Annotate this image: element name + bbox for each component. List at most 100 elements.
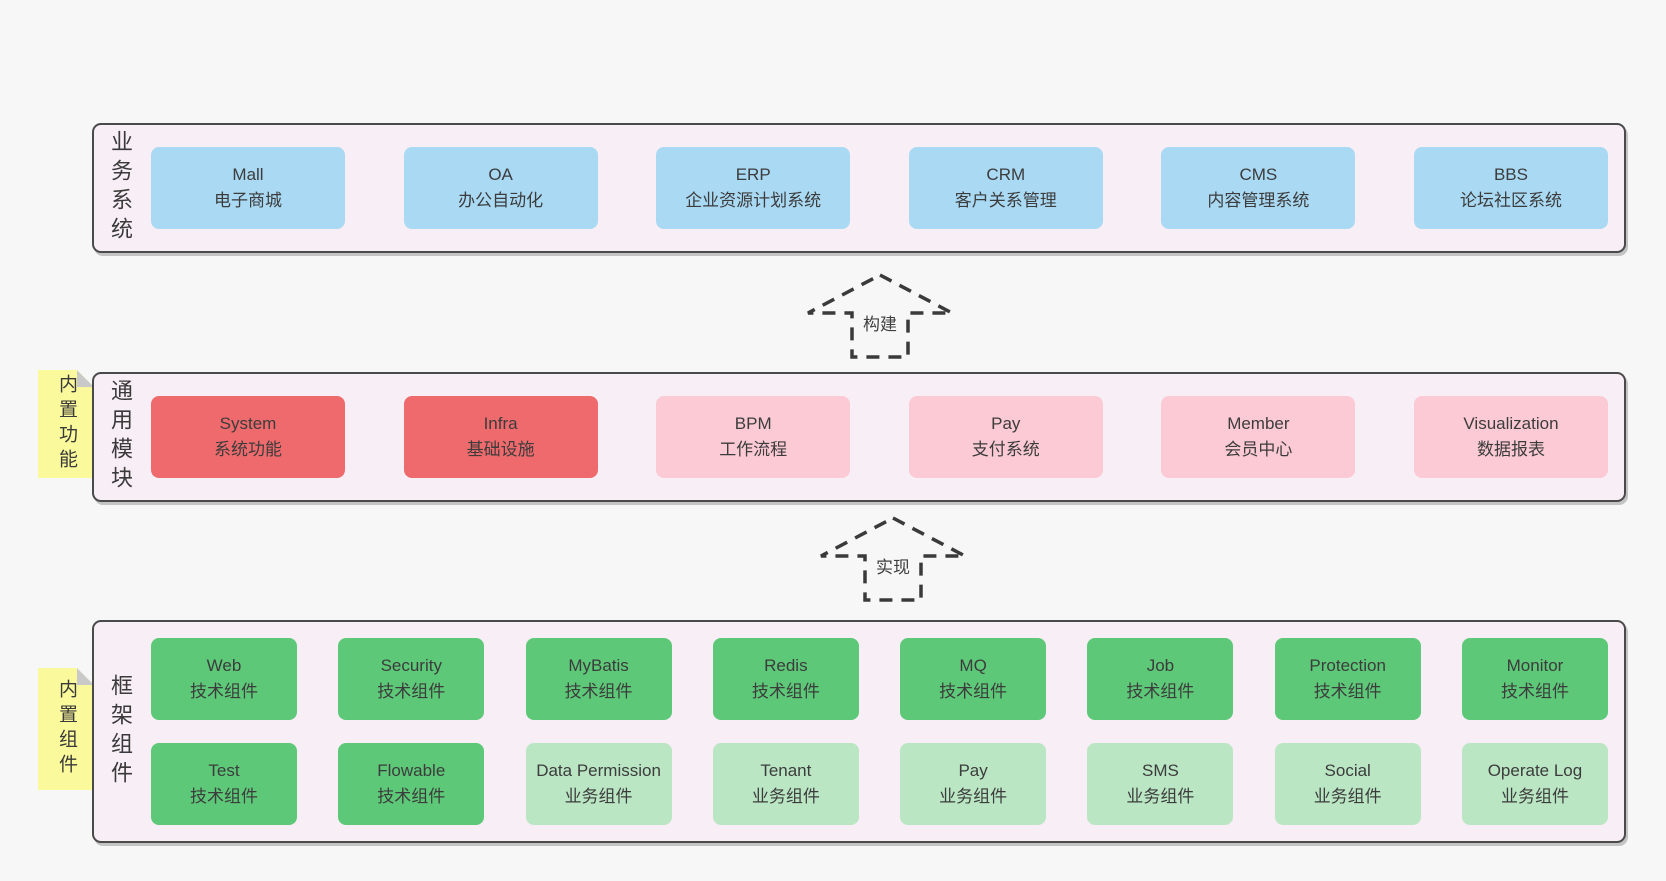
component-row-1: Web 技术组件 Security 技术组件 MyBatis 技术组件 Redi… <box>151 638 1608 720</box>
box-bpm: BPM 工作流程 <box>656 396 851 478</box>
module-desc: 会员中心 <box>1224 440 1293 459</box>
module-desc: 技术组件 <box>190 682 258 701</box>
module-desc: 业务组件 <box>939 787 1008 806</box>
band-business-systems: 业务系统 Mall 电子商城 OA 办公自动化 ERP 企业资源计划系统 CRM… <box>92 123 1626 253</box>
box-mybatis: MyBatis 技术组件 <box>525 638 672 720</box>
module-desc: 技术组件 <box>190 787 258 806</box>
box-mall: Mall 电子商城 <box>151 147 345 229</box>
module-name: Operate Log <box>1487 761 1583 780</box>
module-desc: 技术组件 <box>939 682 1008 701</box>
component-row-2: Test 技术组件 Flowable 技术组件 Data Permission … <box>151 743 1608 825</box>
band-content: Web 技术组件 Security 技术组件 MyBatis 技术组件 Redi… <box>151 638 1608 825</box>
module-name: CMS <box>1239 165 1278 184</box>
module-desc: 业务组件 <box>1126 787 1195 806</box>
band-content: System 系统功能 Infra 基础设施 BPM 工作流程 Pay 支付系统… <box>151 396 1608 478</box>
module-name: Mall <box>232 165 264 184</box>
module-desc: 数据报表 <box>1476 440 1545 459</box>
band-label-framework-components: 框架组件 <box>108 673 133 790</box>
box-mq: MQ 技术组件 <box>900 638 1047 720</box>
module-desc: 论坛社区系统 <box>1459 191 1562 210</box>
box-system: System 系统功能 <box>151 396 345 478</box>
module-desc: 业务组件 <box>1313 787 1382 806</box>
band-common-modules: 通用模块 System 系统功能 Infra 基础设施 BPM 工作流程 Pay… <box>92 372 1626 502</box>
box-tenant: Tenant 业务组件 <box>712 743 859 825</box>
module-name: Pay <box>991 414 1021 433</box>
module-name: Tenant <box>760 761 812 780</box>
dashed-up-arrow-icon <box>820 516 966 602</box>
module-name: Web <box>206 656 242 675</box>
box-social: Social 业务组件 <box>1274 743 1421 825</box>
box-protection: Protection 技术组件 <box>1274 638 1421 720</box>
box-redis: Redis 技术组件 <box>712 638 859 720</box>
module-name: Social <box>1324 761 1371 780</box>
module-desc: 支付系统 <box>971 440 1040 459</box>
box-flowable: Flowable 技术组件 <box>338 743 485 825</box>
module-name: System <box>219 414 277 433</box>
sticky-text: 内置组件 <box>56 679 77 779</box>
box-visualization: Visualization 数据报表 <box>1413 396 1608 478</box>
box-security: Security 技术组件 <box>338 638 485 720</box>
band-content: Mall 电子商城 OA 办公自动化 ERP 企业资源计划系统 CRM 客户关系… <box>151 147 1608 229</box>
module-desc: 技术组件 <box>751 682 820 701</box>
box-operate-log: Operate Log 业务组件 <box>1461 743 1608 825</box>
band-label-common-modules: 通用模块 <box>108 379 133 495</box>
box-oa: OA 办公自动化 <box>403 147 598 229</box>
box-job: Job 技术组件 <box>1087 638 1234 720</box>
module-desc: 基础设施 <box>466 440 535 459</box>
module-desc: 技术组件 <box>377 787 446 806</box>
module-row: Mall 电子商城 OA 办公自动化 ERP 企业资源计划系统 CRM 客户关系… <box>151 147 1608 229</box>
module-name: CRM <box>986 165 1026 184</box>
module-desc: 工作流程 <box>719 440 788 459</box>
module-desc: 技术组件 <box>1126 682 1195 701</box>
module-desc: 技术组件 <box>564 682 633 701</box>
module-row: System 系统功能 Infra 基础设施 BPM 工作流程 Pay 支付系统… <box>151 396 1608 478</box>
box-pay-business: Pay 业务组件 <box>900 743 1047 825</box>
module-name: SMS <box>1141 761 1179 780</box>
box-web: Web 技术组件 <box>151 638 297 720</box>
module-desc: 企业资源计划系统 <box>685 191 822 210</box>
sticky-note-built-in-features: 内置功能 <box>38 370 94 478</box>
box-crm: CRM 客户关系管理 <box>908 147 1103 229</box>
module-desc: 业务组件 <box>1500 787 1569 806</box>
module-name: Data Permission <box>536 761 661 780</box>
box-sms: SMS 业务组件 <box>1087 743 1234 825</box>
sticky-note-built-in-components: 内置组件 <box>38 668 94 790</box>
module-name: Job <box>1146 656 1175 675</box>
module-name: ERP <box>735 165 771 184</box>
module-name: MyBatis <box>568 656 629 675</box>
module-desc: 办公自动化 <box>458 191 544 210</box>
box-erp: ERP 企业资源计划系统 <box>656 147 851 229</box>
module-desc: 内容管理系统 <box>1207 191 1310 210</box>
module-name: OA <box>488 165 513 184</box>
module-desc: 客户关系管理 <box>954 191 1057 210</box>
box-infra: Infra 基础设施 <box>403 396 598 478</box>
module-name: Infra <box>483 414 518 433</box>
module-name: BPM <box>734 414 772 433</box>
module-name: BBS <box>1493 165 1528 184</box>
module-name: Security <box>380 656 442 675</box>
box-test: Test 技术组件 <box>151 743 297 825</box>
module-desc: 技术组件 <box>377 682 446 701</box>
box-bbs: BBS 论坛社区系统 <box>1413 147 1608 229</box>
module-name: Visualization <box>1463 414 1559 433</box>
module-desc: 系统功能 <box>214 440 282 459</box>
module-name: Test <box>208 761 240 780</box>
module-desc: 业务组件 <box>751 787 820 806</box>
module-name: Redis <box>764 656 808 675</box>
box-cms: CMS 内容管理系统 <box>1161 147 1356 229</box>
box-monitor: Monitor 技术组件 <box>1461 638 1608 720</box>
dashed-up-arrow-icon <box>807 273 953 359</box>
module-desc: 技术组件 <box>1500 682 1569 701</box>
implement-arrow: 实现 <box>818 515 968 603</box>
arrow-label: 构建 <box>860 309 900 336</box>
module-desc: 技术组件 <box>1313 682 1382 701</box>
module-desc: 业务组件 <box>564 787 633 806</box>
box-data-permission: Data Permission 业务组件 <box>525 743 672 825</box>
module-name: Member <box>1227 414 1290 433</box>
band-label-business-systems: 业务系统 <box>108 130 133 246</box>
module-name: Monitor <box>1506 656 1564 675</box>
module-name: Pay <box>958 761 988 780</box>
module-desc: 电子商城 <box>214 191 282 210</box>
box-member: Member 会员中心 <box>1161 396 1356 478</box>
